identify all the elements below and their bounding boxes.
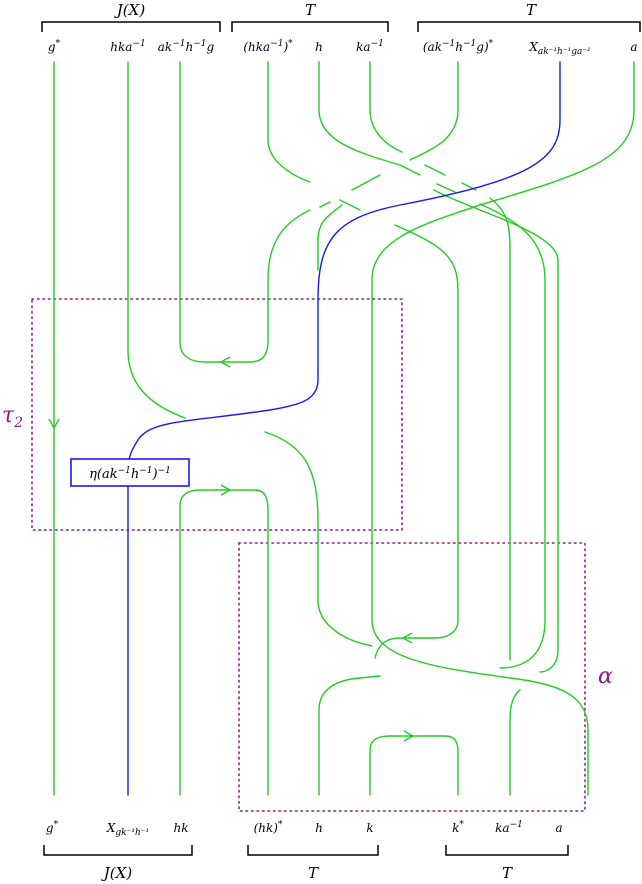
- top-label-a: a: [630, 40, 637, 54]
- bottom-label-ka-inv: ka−1: [495, 820, 523, 835]
- alpha-box: [238, 542, 586, 812]
- top-label-akhg-star: (ak−1h−1g)*: [423, 39, 494, 54]
- top-label-h: h: [315, 40, 323, 54]
- top-bracket-t2: T: [417, 1, 641, 32]
- string-ka-top: [369, 61, 403, 153]
- arrow-down-icon: [48, 418, 60, 430]
- alpha-label: α: [598, 664, 613, 689]
- top-label-akhg: ak−1h−1g: [158, 39, 215, 54]
- bottom-bracket-t2-label: T: [502, 864, 513, 882]
- bottom-bracket-jx: J(X): [43, 845, 193, 882]
- top-labels: g* hka−1 ak−1h−1g (hka−1)* h ka−1 (ak−1h…: [48, 39, 638, 57]
- bottom-label-hk-star: (hk)*: [254, 820, 283, 835]
- string-k-bottom: [369, 735, 459, 796]
- top-bracket-t2-label: T: [526, 1, 537, 19]
- top-bracket-t1: T: [231, 1, 389, 32]
- string-hka-cont: [264, 431, 373, 647]
- top-label-g-star: g*: [48, 39, 61, 54]
- bottom-label-hk: hk: [174, 821, 189, 835]
- arrow-right-icon-2: [403, 730, 415, 742]
- top-bracket-jx: J(X): [41, 1, 221, 32]
- string-cap-left: [179, 61, 311, 363]
- top-label-hka-star: (hka−1)*: [243, 39, 293, 54]
- tau2-label: τ2: [2, 403, 23, 431]
- string-ka-bottom: [509, 689, 521, 796]
- string-hka-star-top: [267, 61, 311, 183]
- bottom-label-a: a: [555, 821, 562, 835]
- bottom-bracket-t2: T: [445, 845, 569, 882]
- string-akhg-star-mid2: [319, 201, 331, 208]
- string-hka-star-mid: [339, 199, 361, 211]
- eta-coupon: η(ak−1h−1)−1: [70, 458, 190, 487]
- bottom-labels: g* Xgk⁻¹h⁻¹ hk (hk)* h k k* ka−1 a: [46, 820, 563, 838]
- string-cup-arrow-upper: [374, 224, 459, 659]
- string-cap-hk: [179, 489, 269, 796]
- string-h-bottom: [318, 675, 381, 796]
- tau2-box: [31, 298, 403, 531]
- bottom-label-k-star: k*: [452, 820, 464, 835]
- arrow-left-icon: [219, 356, 231, 368]
- arrow-right-icon: [220, 484, 232, 496]
- string-akhg-star-top: [409, 61, 459, 161]
- arrow-left-icon-2: [401, 632, 413, 644]
- bottom-bracket-t1-label: T: [308, 864, 319, 882]
- string-left-pass: [317, 204, 343, 271]
- top-bracket-t1-label: T: [305, 1, 316, 19]
- top-label-hka-inv: hka−1: [110, 39, 145, 54]
- string-ka-down: [489, 197, 511, 661]
- string-right-a: [433, 189, 559, 673]
- string-ka-mid1: [424, 164, 446, 176]
- string-h-top2: [436, 183, 456, 193]
- string-a-top: [371, 61, 635, 796]
- string-x-blue: [127, 61, 561, 471]
- string-h-down: [479, 203, 546, 669]
- string-h-top: [318, 61, 421, 176]
- bottom-label-x-sub: Xgk⁻¹h⁻¹: [106, 821, 149, 838]
- top-bracket-jx-label: J(X): [114, 1, 146, 19]
- bottom-label-h: h: [315, 821, 323, 835]
- string-hka: [127, 61, 186, 419]
- bottom-bracket-jx-label: J(X): [101, 864, 133, 882]
- top-label-ka-inv: ka−1: [356, 39, 384, 54]
- bottom-bracket-t1: T: [247, 845, 379, 882]
- strings: [48, 61, 635, 796]
- bottom-label-k: k: [366, 821, 373, 835]
- top-label-x-sub: Xak⁻¹h⁻¹ga⁻¹: [528, 40, 590, 57]
- bottom-label-g-star: g*: [46, 820, 59, 835]
- string-akhg-star-mid: [351, 174, 381, 191]
